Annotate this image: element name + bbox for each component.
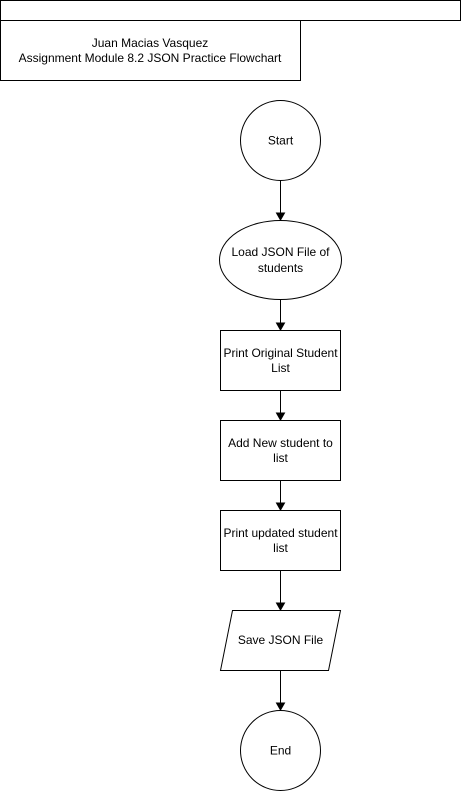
arrowhead-add-to-print-updated — [275, 502, 286, 512]
print-updated-label-line1: Print updated student — [223, 526, 338, 540]
add-student-node — [220, 420, 341, 481]
top-banner — [0, 0, 461, 21]
save-json-label: Save JSON File — [238, 633, 324, 647]
assignment-title: Assignment Module 8.2 JSON Practice Flow… — [19, 51, 282, 65]
print-updated-node — [220, 510, 341, 571]
load-json-label-line1: Load JSON File of — [231, 245, 330, 259]
add-student-label-line2: list — [273, 451, 288, 465]
print-updated-label-line2: list — [273, 541, 288, 555]
load-json-label-line2: students — [258, 261, 303, 275]
arrowhead-print-original-to-add — [275, 412, 286, 422]
arrowhead-print-updated-to-save — [275, 602, 286, 612]
end-label: End — [270, 744, 291, 758]
print-original-label-line2: List — [271, 361, 290, 375]
start-label: Start — [268, 134, 294, 148]
add-student-label-line1: Add New student to — [228, 436, 333, 450]
load-json-node — [219, 220, 342, 300]
author-name: Juan Macias Vasquez — [92, 36, 209, 50]
arrowhead-start-to-load — [275, 212, 286, 222]
arrowhead-save-to-end — [275, 702, 286, 712]
save-json-node — [219, 610, 342, 671]
title-box — [0, 20, 301, 81]
print-original-label-line1: Print Original Student — [223, 346, 338, 360]
arrowhead-load-to-print-original — [275, 322, 286, 332]
